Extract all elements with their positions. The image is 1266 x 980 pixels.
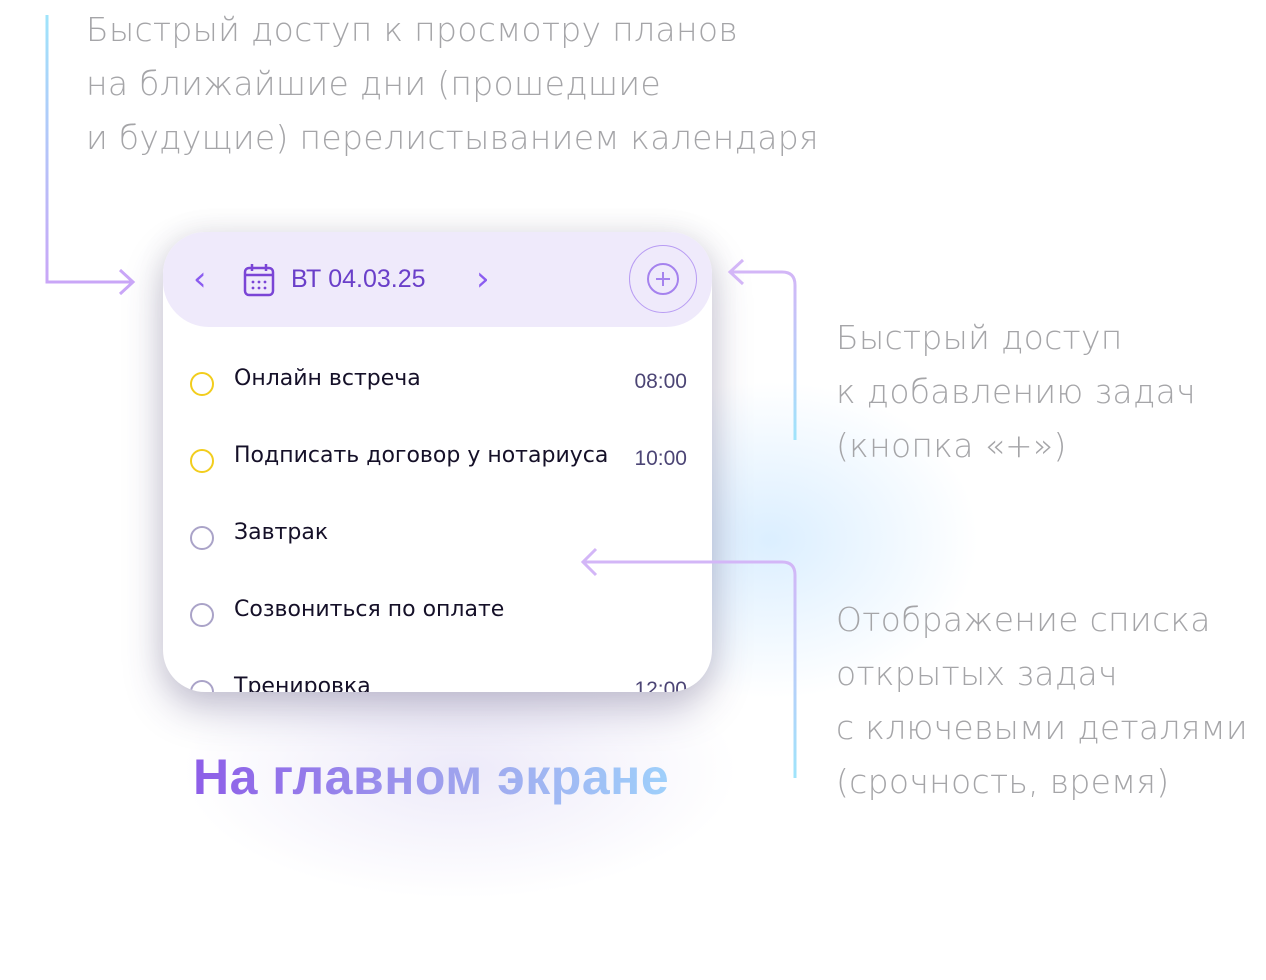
task-checkbox[interactable] bbox=[190, 526, 214, 550]
calendar-icon[interactable] bbox=[243, 263, 275, 297]
annotation-line: (кнопка «+») bbox=[836, 426, 1067, 465]
tasks-widget: ‹ ВТ 04.03.25 › Онлайн встреча 08:00 Под… bbox=[163, 232, 712, 692]
annotation-line: к добавлению задач bbox=[836, 372, 1196, 411]
task-time: 08:00 bbox=[634, 370, 687, 393]
arrowhead-icon bbox=[118, 268, 136, 296]
add-task-button[interactable] bbox=[629, 245, 697, 313]
arrow-calendar bbox=[45, 15, 133, 284]
plus-icon bbox=[647, 263, 679, 295]
task-item[interactable]: Созвониться по оплате bbox=[163, 593, 712, 633]
annotation-add-task: Быстрый доступ к добавлению задач (кнопк… bbox=[836, 311, 1196, 473]
annotation-line: открытых задач bbox=[836, 654, 1118, 693]
task-name: Подписать договор у нотариуса bbox=[234, 443, 609, 468]
task-name: Созвониться по оплате bbox=[234, 597, 505, 622]
task-name: Онлайн встреча bbox=[234, 366, 421, 391]
annotation-line: на ближайшие дни (прошедшие bbox=[86, 64, 662, 103]
task-item[interactable]: Онлайн встреча 08:00 bbox=[163, 362, 712, 402]
annotation-task-list: Отображение списка открытых задач с ключ… bbox=[836, 593, 1248, 809]
current-date[interactable]: ВТ 04.03.25 bbox=[291, 265, 426, 293]
annotation-line: Отображение списка bbox=[836, 600, 1211, 639]
task-name: Тренировка bbox=[234, 674, 371, 692]
annotation-line: и будущие) перелистыванием календаря bbox=[86, 118, 819, 157]
task-checkbox[interactable] bbox=[190, 372, 214, 396]
widget-header: ‹ ВТ 04.03.25 › bbox=[163, 232, 712, 327]
task-item[interactable]: Подписать договор у нотариуса 10:00 bbox=[163, 439, 712, 479]
task-item[interactable]: Тренировка 12:00 bbox=[163, 670, 712, 692]
arrow-add-task bbox=[730, 270, 797, 440]
prev-day-button[interactable]: ‹ bbox=[193, 259, 207, 299]
annotation-line: (срочность, время) bbox=[836, 762, 1170, 801]
task-time: 12:00 bbox=[634, 678, 687, 692]
arrow-task-list bbox=[583, 560, 797, 778]
task-item[interactable]: Завтрак bbox=[163, 516, 712, 556]
task-checkbox[interactable] bbox=[190, 449, 214, 473]
task-name: Завтрак bbox=[234, 520, 329, 545]
arrowhead-icon bbox=[580, 547, 598, 577]
next-day-button[interactable]: › bbox=[476, 259, 490, 299]
task-checkbox[interactable] bbox=[190, 603, 214, 627]
annotation-line: Быстрый доступ bbox=[836, 318, 1123, 357]
task-time: 10:00 bbox=[634, 447, 687, 470]
annotation-line: с ключевыми деталями bbox=[836, 708, 1248, 747]
annotation-calendar: Быстрый доступ к просмотру планов на бли… bbox=[86, 3, 819, 165]
arrowhead-icon bbox=[727, 258, 745, 286]
annotation-line: Быстрый доступ к просмотру планов bbox=[86, 10, 738, 49]
caption-title: На главном экране bbox=[193, 749, 670, 805]
